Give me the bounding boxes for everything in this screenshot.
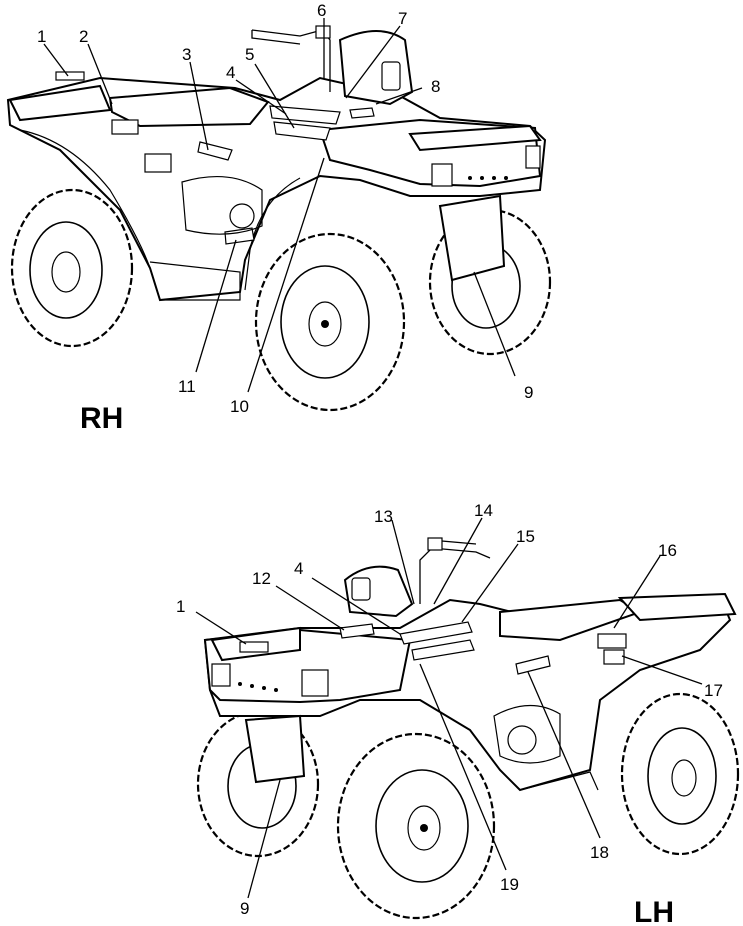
lh-callout-13: 13 xyxy=(374,507,393,526)
rh-callout-10: 10 xyxy=(230,397,249,416)
rh-body xyxy=(6,25,547,302)
rh-callouts: 1 2 3 4 5 6 7 8 9 10 11 xyxy=(37,1,533,416)
rh-callout-2: 2 xyxy=(79,27,88,46)
lh-leader-lines xyxy=(195,517,703,899)
rh-callout-11: 11 xyxy=(178,377,196,396)
rh-view-label: RH xyxy=(80,402,123,435)
rh-callout-4: 4 xyxy=(226,63,235,82)
rh-rear-wheel xyxy=(10,188,134,348)
rh-callout-6: 6 xyxy=(317,1,326,20)
rh-leader-lines xyxy=(43,18,516,393)
lh-view-label: LH xyxy=(634,896,674,926)
rh-callout-3: 3 xyxy=(182,45,191,64)
lh-front-near-wheel xyxy=(336,732,496,920)
lh-rear-wheel xyxy=(620,692,740,856)
atv-left-hand-view: 1 4 9 12 13 14 15 16 17 18 19 LH xyxy=(176,501,740,926)
lh-callout-1: 1 xyxy=(176,597,185,616)
lh-callout-9: 9 xyxy=(240,899,249,918)
lh-callout-12: 12 xyxy=(252,569,271,588)
rh-callout-1: 1 xyxy=(37,27,46,46)
lh-callout-19: 19 xyxy=(500,875,519,894)
atv-right-hand-view: 1 2 3 4 5 6 7 8 9 10 11 RH xyxy=(6,1,552,435)
rh-callout-9: 9 xyxy=(524,383,533,402)
rh-front-near-wheel xyxy=(254,232,406,412)
lh-callout-18: 18 xyxy=(590,843,609,862)
lh-callout-16: 16 xyxy=(658,541,677,560)
lh-body xyxy=(203,537,737,792)
rh-callout-7: 7 xyxy=(398,9,407,28)
lh-callout-17: 17 xyxy=(704,681,723,700)
lh-callout-15: 15 xyxy=(516,527,535,546)
rh-callout-8: 8 xyxy=(431,77,440,96)
lh-callouts: 1 4 9 12 13 14 15 16 17 18 19 xyxy=(176,501,723,918)
rh-callout-5: 5 xyxy=(245,45,254,64)
lh-callout-14: 14 xyxy=(474,501,493,520)
lh-callout-4: 4 xyxy=(294,559,303,578)
